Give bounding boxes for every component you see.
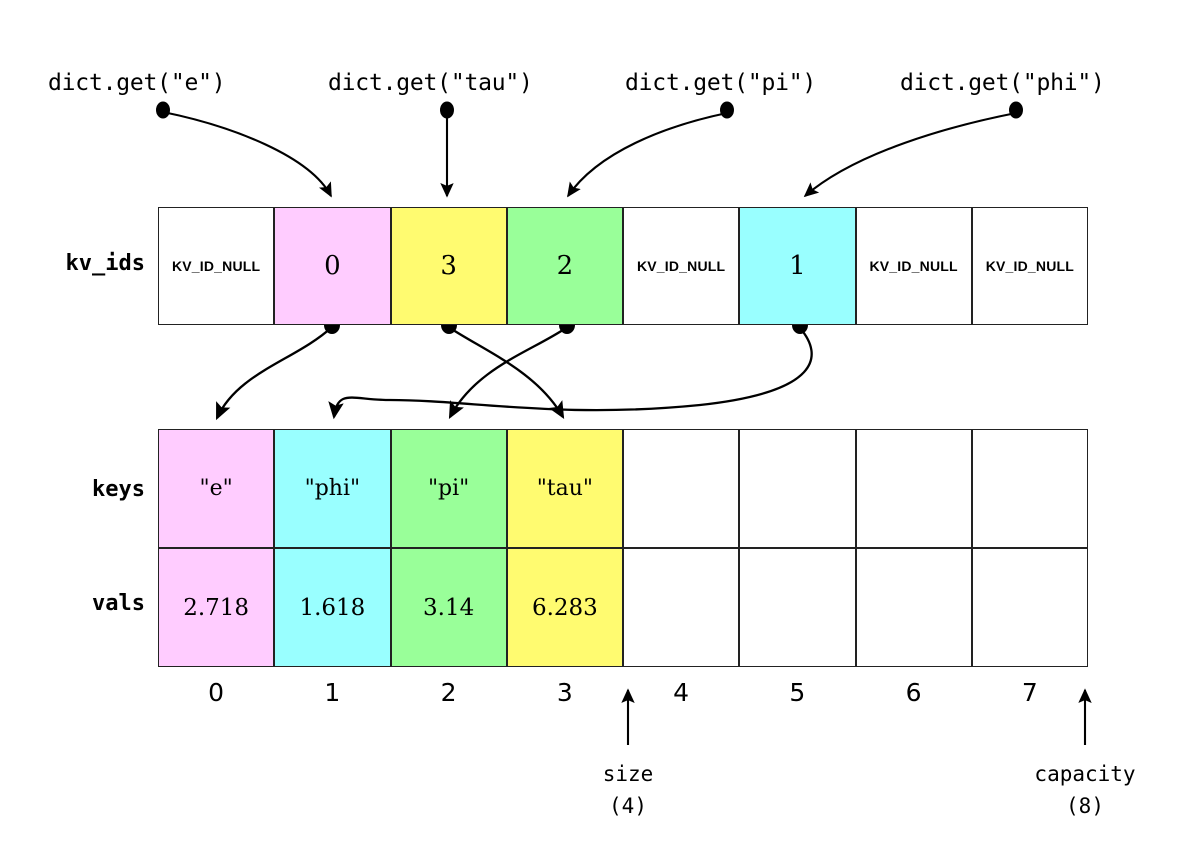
callsite-label-tau: dict.get("tau") <box>328 70 533 96</box>
capacity-value: (8) <box>1066 794 1104 818</box>
size-label: size <box>602 762 654 786</box>
cell-vals-7 <box>971 548 1088 667</box>
cell-vals-0-text: 2.718 <box>183 594 250 621</box>
row-label-vals: vals <box>92 591 145 616</box>
index-label-6: 6 <box>905 678 922 707</box>
index-label-0: 0 <box>208 678 225 707</box>
index-label-3: 3 <box>556 678 573 707</box>
row-label-kv-ids: kv_ids <box>65 251 145 276</box>
cell-kv_ids-0: KV_ID_NULL <box>158 207 275 325</box>
index-label-7: 7 <box>1021 678 1038 707</box>
cell-keys-1: "phi" <box>274 429 391 548</box>
cell-kv_ids-3: 2 <box>506 207 623 325</box>
cell-keys-7 <box>971 429 1088 548</box>
cell-kv_ids-2-text: 3 <box>440 251 457 281</box>
capacity-label: capacity <box>1034 762 1136 786</box>
callsite-label-pi: dict.get("pi") <box>625 70 817 96</box>
cell-kv_ids-3-text: 2 <box>556 251 574 281</box>
index-label-4: 4 <box>673 678 690 707</box>
cell-keys-2-text: "pi" <box>427 476 470 501</box>
index-label-1: 1 <box>324 678 341 707</box>
cell-keys-2: "pi" <box>390 429 507 548</box>
cell-keys-3: "tau" <box>506 429 623 548</box>
cell-vals-0: 2.718 <box>158 548 275 667</box>
callsite-arrow-phi <box>803 101 1023 198</box>
row-label-keys: keys <box>92 477 145 502</box>
cell-vals-1-text: 1.618 <box>299 594 366 621</box>
link-kvids3-keys2 <box>448 316 575 420</box>
cell-keys-5 <box>739 429 856 548</box>
callsite-arrow-tau <box>440 101 454 198</box>
cell-kv_ids-4-text: KV_ID_NULL <box>636 258 726 274</box>
cell-vals-5 <box>739 548 856 667</box>
cell-kv_ids-2: 3 <box>390 207 507 325</box>
cell-keys-1-text: "phi" <box>304 476 361 501</box>
cell-kv_ids-0-text: KV_ID_NULL <box>171 258 261 274</box>
cell-keys-0-text: "e" <box>199 476 233 501</box>
cell-vals-3: 6.283 <box>506 548 623 667</box>
cell-vals-3-text: 6.283 <box>531 594 598 621</box>
cell-keys-0: "e" <box>158 429 275 548</box>
cell-kv_ids-6-text: KV_ID_NULL <box>869 258 958 274</box>
cell-kv_ids-5: 1 <box>739 207 856 325</box>
link-kvids2-keys3 <box>441 316 565 419</box>
cell-keys-3-text: "tau" <box>536 476 594 501</box>
cell-vals-6 <box>855 548 972 667</box>
callsite-arrow-pi <box>567 101 734 198</box>
index-label-2: 2 <box>440 678 457 707</box>
cell-kv_ids-7: KV_ID_NULL <box>971 207 1088 325</box>
cell-kv_ids-1: 0 <box>274 207 391 325</box>
cell-kv_ids-6: KV_ID_NULL <box>855 207 972 325</box>
link-kvids5-keys1 <box>328 316 813 420</box>
callsite-label-e: dict.get("e") <box>48 70 226 96</box>
cell-keys-6 <box>855 429 972 548</box>
callsite-label-phi: dict.get("phi") <box>900 70 1105 96</box>
callsite-arrow-e <box>156 101 332 198</box>
cell-kv_ids-4: KV_ID_NULL <box>623 207 740 325</box>
cell-vals-2: 3.14 <box>390 548 507 667</box>
cell-vals-1: 1.618 <box>274 548 391 667</box>
link-kvids1-keys0 <box>215 316 340 421</box>
cell-kv_ids-5-text: 1 <box>789 251 806 281</box>
cell-kv_ids-7-text: KV_ID_NULL <box>985 258 1075 274</box>
cell-vals-4 <box>623 548 740 667</box>
index-label-5: 5 <box>789 678 806 707</box>
cell-keys-4 <box>623 429 740 548</box>
cell-vals-2-text: 3.14 <box>423 594 475 621</box>
cell-kv_ids-1-text: 0 <box>324 251 341 281</box>
size-value: (4) <box>609 794 647 818</box>
